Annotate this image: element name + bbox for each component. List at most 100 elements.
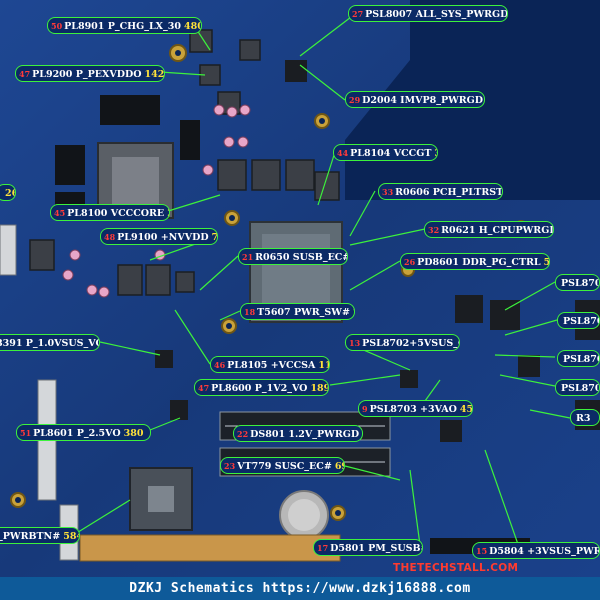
label-net-name: PSL870	[563, 354, 600, 365]
label-value: 451	[459, 404, 473, 415]
label-value: 7	[211, 232, 218, 243]
label-value: 549	[543, 257, 550, 268]
pch-chip	[129, 467, 193, 531]
label-net-name: PL8104 VCCGT	[350, 148, 432, 159]
label-number: 51	[20, 428, 32, 438]
net-label: PSL870	[555, 274, 600, 291]
label-number: 33	[382, 187, 394, 197]
net-label: _PWRBTN#584	[0, 527, 80, 544]
label-net-name: PL9200 P_PEXVDDO	[32, 69, 142, 80]
net-label: R3	[570, 409, 600, 426]
label-value: 2	[167, 208, 169, 219]
label-net-name: PD8601 DDR_PG_CTRL	[417, 257, 541, 268]
label-number: 50	[51, 21, 63, 31]
label-number: 27	[352, 9, 364, 19]
label-net-name: PSL870	[561, 278, 600, 289]
label-net-name: PL8601 P_2.5VO	[33, 428, 121, 439]
label-value: 11	[318, 360, 329, 371]
label-net-name: PSL8007 ALL_SYS_PWRGD	[365, 9, 508, 20]
label-net-name: 8391 P_1.0VSUS_VO	[0, 338, 100, 349]
bottom-connector	[79, 534, 341, 562]
cmos-battery	[279, 490, 329, 540]
label-net-name: R0606 PCH_PLTRST_CPU#	[395, 187, 503, 198]
label-net-name: R0650 SUSB_EC#	[255, 252, 348, 263]
label-value: 701	[353, 307, 354, 318]
label-number: 32	[428, 225, 440, 235]
label-net-name: T5607 PWR_SW#	[257, 307, 350, 318]
label-net-name: PSL8703 +3VAO	[369, 404, 457, 415]
label-net-name: PL9100 +NVVDD	[117, 232, 209, 243]
label-number: 48	[104, 232, 116, 242]
label-net-name: D2004 IMVP8_PWRGD	[362, 95, 484, 106]
label-number: 18	[244, 307, 256, 317]
label-value: 584	[63, 531, 79, 542]
capacitors	[62, 104, 251, 298]
label-net-name: D5804 +3VSUS_PWRGD	[489, 546, 599, 557]
label-number: 13	[349, 338, 361, 348]
label-value: 480	[184, 21, 202, 32]
label-number: 26	[404, 257, 416, 267]
brand-logo: THETECHSTALL.COM	[393, 562, 519, 574]
label-net-name: PSL8704	[563, 316, 599, 327]
label-number: 17	[317, 543, 329, 553]
label-net-name: PSL870	[561, 383, 600, 394]
label-number: 45	[54, 208, 66, 218]
net-label: 8391 P_1.0VSUS_VO24	[0, 334, 100, 351]
label-net-name: _PWRBTN#	[0, 531, 61, 542]
label-number: 44	[337, 148, 349, 158]
label-value: 690	[334, 461, 344, 472]
net-label: PSL8704	[557, 312, 600, 329]
net-label: PSL870	[555, 379, 600, 396]
label-net-name: R0621 H_CPUPWRGD	[441, 225, 554, 236]
label-number: 22	[237, 429, 249, 439]
net-label: 26	[0, 184, 16, 201]
label-net-name: PL8100 VCCCORE	[67, 208, 165, 219]
label-net-name: PSL8702+5VSUS_ON	[362, 338, 459, 349]
label-value: 3	[434, 148, 437, 159]
label-value: 380	[123, 428, 144, 439]
label-number: 21	[242, 252, 254, 262]
label-net-name: D5801 PM_SUSB#	[330, 543, 423, 554]
label-net-name: VT779 SUSC_EC#	[237, 461, 332, 472]
label-net-name: PL8901 P_CHG_LX_30	[64, 21, 182, 32]
label-value: 189	[310, 383, 329, 394]
net-label: PSL870	[557, 350, 600, 367]
label-number: 9	[362, 404, 368, 414]
label-net-name: R3	[576, 413, 591, 424]
label-number: 46	[214, 360, 226, 370]
leader-lines	[74, 13, 571, 551]
label-net-name: PL8600 P_1V2_VO	[211, 383, 308, 394]
label-number: 23	[224, 461, 236, 471]
label-number: 47	[19, 69, 31, 79]
label-net-name: PL8105 +VCCSA	[227, 360, 316, 371]
label-number: 15	[476, 546, 488, 556]
label-number: 47	[198, 383, 210, 393]
label-net-name: DS801 1.2V_PWRGD	[250, 429, 360, 440]
label-number: 29	[349, 95, 361, 105]
label-value: 26	[5, 188, 15, 199]
label-value: 142	[144, 69, 165, 80]
